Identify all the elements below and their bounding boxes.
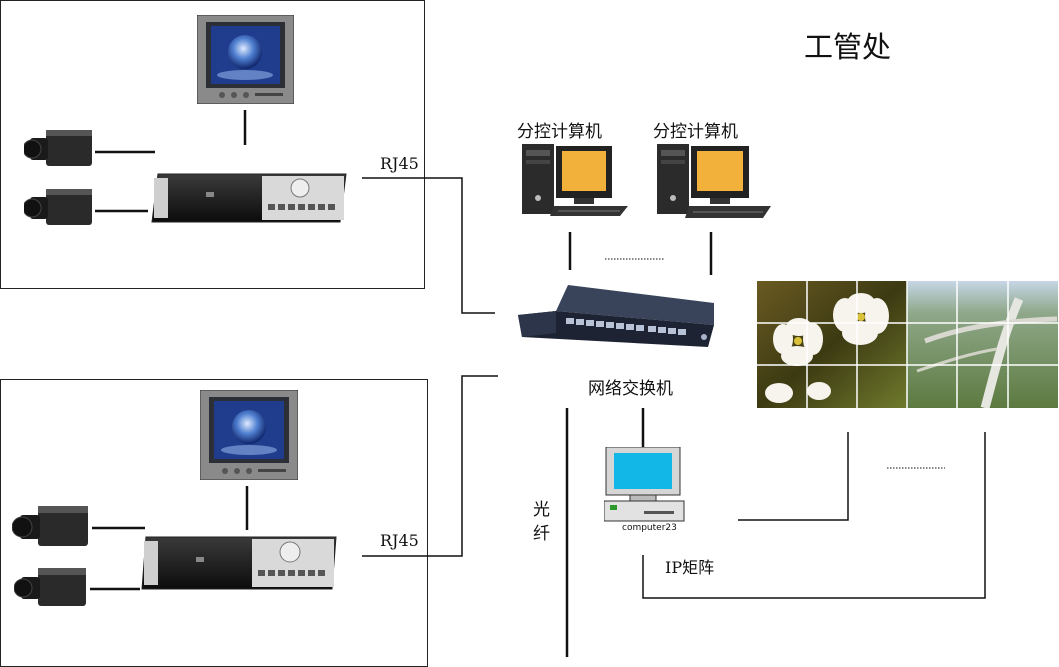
dvr-recorder-top xyxy=(151,173,347,223)
network-switch-label: 网络交换机 xyxy=(588,379,673,399)
video-wall xyxy=(757,281,1058,408)
rj45-link-top xyxy=(362,177,495,314)
site-enclosure-top xyxy=(0,0,425,289)
camera-top-2 xyxy=(24,189,92,225)
camera-bottom-2 xyxy=(14,568,86,606)
sub-computer-label-1: 分控计算机 xyxy=(517,122,602,142)
network-switch-device xyxy=(518,285,714,347)
crt-monitor-top xyxy=(197,15,294,104)
rj45-link-bottom xyxy=(362,375,498,557)
camera-top-1 xyxy=(24,130,92,166)
dvr-recorder-bottom xyxy=(141,536,337,590)
computer-caption: computer23 xyxy=(622,523,677,533)
rj45-label-bottom: RJ45 xyxy=(380,531,419,550)
fiber-label: 光纤 xyxy=(533,500,550,544)
highway-image xyxy=(916,297,1058,408)
ip-matrix-computer xyxy=(604,447,685,522)
sub-computer-label-2: 分控计算机 xyxy=(653,122,738,142)
matrix-link-wall-left xyxy=(738,432,849,521)
matrix-link-wall-right xyxy=(642,432,986,599)
crt-monitor-bottom xyxy=(200,390,298,480)
camera-bottom-1 xyxy=(12,506,88,546)
department-label: 工管处 xyxy=(804,30,892,64)
ip-matrix-label: IP矩阵 xyxy=(665,558,715,577)
sub-control-computer-1 xyxy=(522,144,628,216)
sub-control-computer-2 xyxy=(657,144,771,218)
rj45-label-top: RJ45 xyxy=(380,154,419,173)
